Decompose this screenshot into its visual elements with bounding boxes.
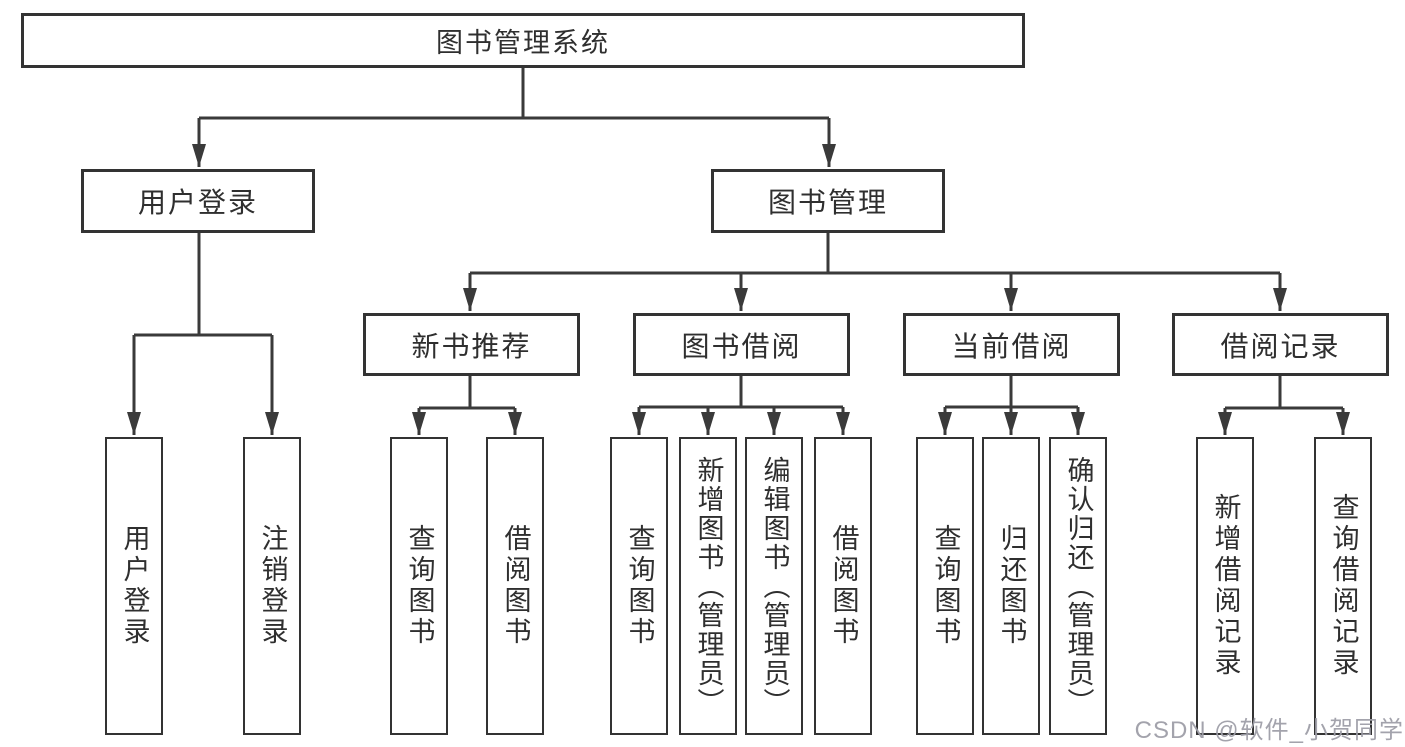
node-label: 用户登录 (137, 187, 258, 218)
node-label: 借阅记录 (1220, 330, 1341, 362)
node-new-book-recommendation: 新书推荐 (363, 313, 580, 376)
node-label: 归还图书 (996, 524, 1027, 648)
leaf-query-borrow-record: 查询借阅记录 (1314, 437, 1372, 735)
leaf-borrow-books: 借阅图书 (814, 437, 872, 735)
node-book-management: 图书管理 (711, 169, 945, 233)
node-label: 编辑图书（管理员） (759, 455, 790, 717)
node-label: 用户登录 (119, 524, 150, 648)
node-label: 查询借阅记录 (1328, 493, 1359, 679)
leaf-query-books-borrowing: 查询图书 (610, 437, 668, 735)
node-label: 查询图书 (404, 524, 435, 648)
leaf-borrow-books-recommend: 借阅图书 (486, 437, 544, 735)
node-root-library-system: 图书管理系统 (21, 13, 1025, 68)
node-label: 图书借阅 (681, 330, 802, 362)
node-label: 借阅图书 (500, 524, 531, 648)
node-label: 查询图书 (930, 524, 961, 648)
leaf-return-books: 归还图书 (982, 437, 1040, 735)
node-label: 借阅图书 (828, 524, 859, 648)
leaf-query-books-recommend: 查询图书 (390, 437, 448, 735)
node-label: 注销登录 (257, 524, 288, 648)
node-label: 确认归还（管理员） (1063, 455, 1094, 717)
node-borrowing-records: 借阅记录 (1172, 313, 1389, 376)
node-label: 图书管理系统 (436, 28, 610, 58)
leaf-user-login: 用户登录 (105, 437, 163, 735)
leaf-add-borrow-record: 新增借阅记录 (1196, 437, 1254, 735)
leaf-query-books-current: 查询图书 (916, 437, 974, 735)
leaf-logout: 注销登录 (243, 437, 301, 735)
node-user-login: 用户登录 (81, 169, 315, 233)
node-label: 查询图书 (624, 524, 655, 648)
leaf-edit-books-admin: 编辑图书（管理员） (745, 437, 803, 735)
node-current-borrowing: 当前借阅 (903, 313, 1120, 376)
csdn-watermark: CSDN @软件_小贺同学 (1134, 717, 1404, 744)
node-book-borrowing: 图书借阅 (633, 313, 850, 376)
leaf-confirm-return-admin: 确认归还（管理员） (1049, 437, 1107, 735)
node-label: 新增借阅记录 (1210, 493, 1241, 679)
node-label: 当前借阅 (951, 330, 1072, 362)
node-label: 图书管理 (767, 187, 888, 218)
leaf-add-books-admin: 新增图书（管理员） (679, 437, 737, 735)
node-label: 新增图书（管理员） (693, 455, 724, 717)
node-label: 新书推荐 (411, 330, 532, 362)
